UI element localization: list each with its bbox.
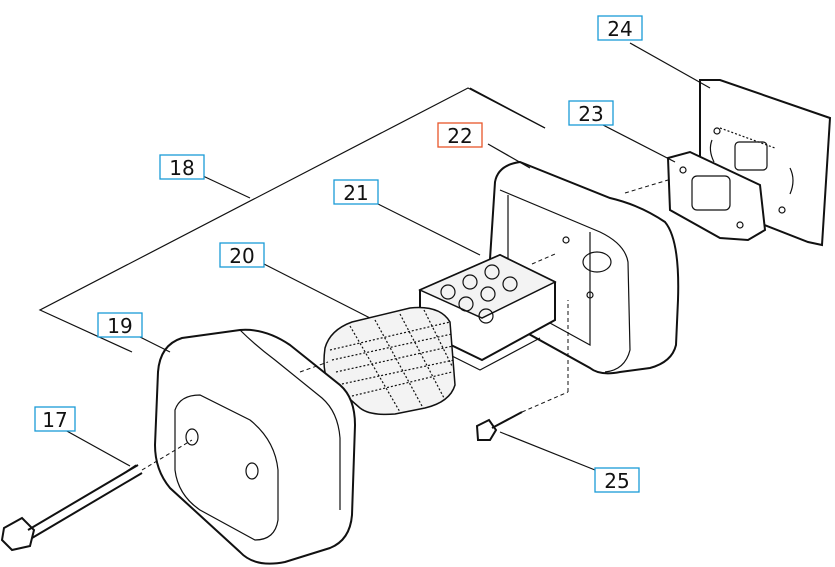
- label-25-text: 25: [604, 469, 629, 493]
- label-20-box: [219, 242, 265, 268]
- label-18-text: 18: [169, 156, 194, 180]
- label-20[interactable]: 20: [219, 242, 265, 268]
- label-17-text: 17: [42, 408, 67, 432]
- label-22-box: [437, 122, 483, 148]
- label-24-box: [597, 15, 643, 41]
- label-21[interactable]: 21: [333, 179, 379, 205]
- part-19-front-housing: [153, 328, 357, 565]
- label-20-text: 20: [229, 244, 254, 268]
- assembly-bracket-18: [38, 87, 546, 353]
- label-19-box: [97, 312, 143, 338]
- label-25-box: [594, 467, 640, 493]
- label-23-box: [568, 100, 614, 126]
- part-20-screen: [323, 306, 456, 416]
- label-17[interactable]: 17: [34, 406, 76, 432]
- label-21-box: [333, 179, 379, 205]
- label-24[interactable]: 24: [597, 15, 643, 41]
- label-18-box: [159, 154, 205, 180]
- label-17-box: [34, 406, 76, 432]
- label-22-text: 22: [447, 124, 472, 148]
- label-19-text: 19: [107, 314, 132, 338]
- part-25-screw: [475, 300, 569, 441]
- label-19[interactable]: 19: [97, 312, 143, 338]
- label-23-text: 23: [578, 102, 603, 126]
- label-24-text: 24: [607, 17, 632, 41]
- label-23[interactable]: 23: [568, 100, 614, 126]
- label-18[interactable]: 18: [159, 154, 205, 180]
- part-23-gasket: [666, 150, 767, 242]
- label-21-text: 21: [343, 181, 368, 205]
- part-17-bolt: [0, 439, 193, 552]
- label-22[interactable]: 22: [437, 122, 483, 148]
- label-25[interactable]: 25: [594, 467, 640, 493]
- part-21-baffle: [418, 253, 557, 371]
